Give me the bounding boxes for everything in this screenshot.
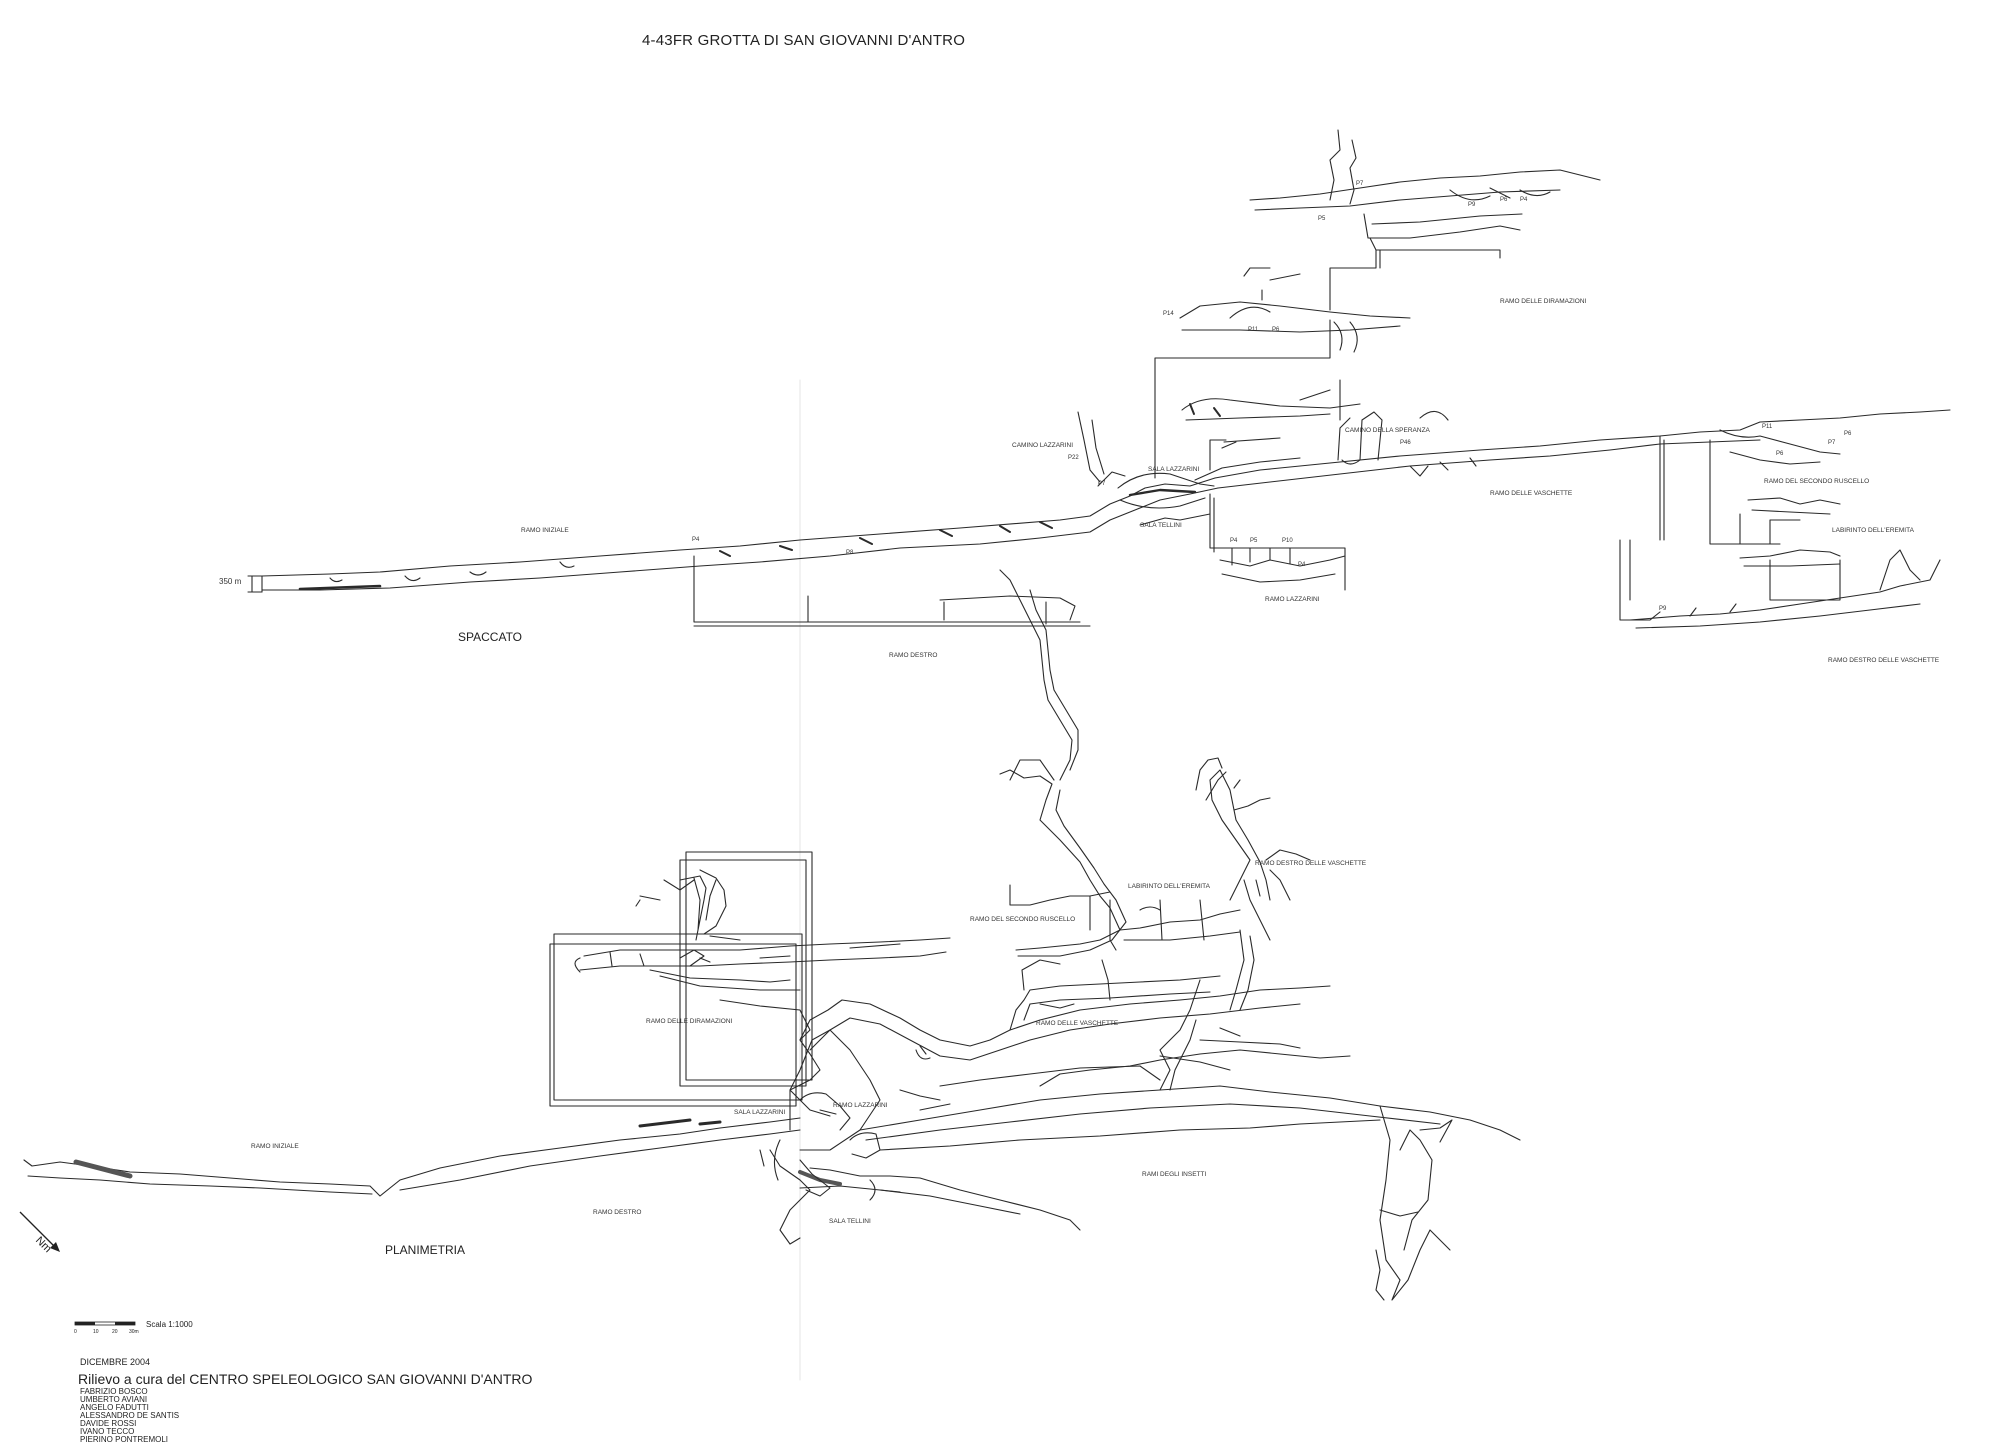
author-name: ALESSANDRO DE SANTIS [80, 1411, 180, 1420]
profile-p6-up-label: P6 [1272, 327, 1280, 333]
plan-sala-lazzarini-label: SALA LAZZARINI [734, 1109, 786, 1116]
profile-ramo-vaschette-label: RAMO DELLE VASCHETTE [1490, 490, 1573, 497]
profile-p11-right-label: P11 [1762, 424, 1773, 430]
plan-labirinto-eremita-label: LABIRINTO DELL'EREMITA [1128, 883, 1210, 890]
plan-section [23, 569, 1521, 1301]
scale-tick-30: 30m [129, 1329, 139, 1335]
profile-labirinto-eremita-label: LABIRINTO DELL'EREMITA [1832, 527, 1914, 534]
plan-ramo-destro-vaschette-label: RAMO DESTRO DELLE VASCHETTE [1255, 860, 1367, 867]
scale-bar: 0 10 20 30m [74, 1321, 139, 1335]
profile-ramo-diramazioni-label: RAMO DELLE DIRAMAZIONI [1500, 298, 1587, 305]
profile-p6-right-label: P6 [1776, 451, 1784, 457]
author-name: UMBERTO AVIANI [80, 1395, 148, 1404]
profile-p4-left-label: P4 [692, 537, 700, 543]
plan-ramo-vaschette-label: RAMO DELLE VASCHETTE [1036, 1020, 1119, 1027]
north-arrow-icon: Nm [19, 1211, 60, 1255]
profile-p7-top-label: P7 [1356, 181, 1364, 187]
profile-p4-top-label: P4 [1520, 197, 1528, 203]
profile-p22-label: P22 [1068, 455, 1079, 461]
profile-p5-mid-label: P5 [1250, 538, 1258, 544]
profile-p8-left-label: P8 [846, 550, 854, 556]
profile-camino-lazzarini-label: CAMINO LAZZARINI [1012, 442, 1074, 449]
profile-ramo-secondo-ruscello-label: RAMO DEL SECONDO RUSCELLO [1764, 478, 1870, 485]
profile-p46-label: P46 [1400, 440, 1411, 446]
scale-tick-0: 0 [74, 1329, 77, 1335]
profile-p6-top-label: P6 [1500, 197, 1508, 203]
author-name: ANGELO FADUTTI [80, 1403, 149, 1412]
scale-tick-10: 10 [93, 1329, 99, 1335]
profile-ramo-destro-vaschette-label: RAMO DESTRO DELLE VASCHETTE [1828, 657, 1940, 664]
plan-sala-tellini-label: SALA TELLINI [829, 1218, 871, 1225]
survey-credit: Rilievo a cura del CENTRO SPELEOLOGICO S… [78, 1371, 533, 1387]
profile-sala-lazzarini-label: SALA LAZZARINI [1148, 466, 1200, 473]
profile-p4-mid2-label: P4 [1298, 562, 1306, 568]
profile-ramo-iniziale-label: RAMO INIZIALE [521, 527, 569, 534]
plan-section-label: PLANIMETRIA [385, 1243, 466, 1257]
profile-p7-right-label: P7 [1828, 440, 1836, 446]
plan-rami-insetti-label: RAMI DEGLI INSETTI [1142, 1171, 1207, 1178]
plan-ramo-diramazioni-label: RAMO DELLE DIRAMAZIONI [646, 1018, 733, 1025]
plan-ramo-lazzarini-label: RAMO LAZZARINI [833, 1102, 888, 1109]
profile-section-label: SPACCATO [458, 630, 523, 644]
profile-ramo-lazzarini-label: RAMO LAZZARINI [1265, 596, 1320, 603]
profile-ramo-destro-label: RAMO DESTRO [889, 652, 938, 659]
survey-date: DICEMBRE 2004 [80, 1357, 151, 1367]
profile-p11-up-label: P11 [1248, 327, 1259, 333]
profile-section [247, 129, 1951, 629]
author-name: PIERINO PONTREMOLI [80, 1435, 169, 1444]
scale-label: Scala 1:1000 [146, 1320, 193, 1329]
profile-camino-speranza-label: CAMINO DELLA SPERANZA [1345, 427, 1430, 434]
north-label: Nm [33, 1234, 54, 1255]
profile-p9-top-label: P9 [1468, 202, 1476, 208]
author-name: FABRIZIO BOSCO [80, 1387, 148, 1396]
plan-ramo-secondo-ruscello-label: RAMO DEL SECONDO RUSCELLO [970, 916, 1076, 923]
authors-list: FABRIZIO BOSCO UMBERTO AVIANI ANGELO FAD… [80, 1388, 179, 1444]
profile-sala-tellini-label: SALA TELLINI [1140, 522, 1182, 529]
elevation-label: 350 m [219, 577, 242, 586]
author-name: IVANO TECCO [80, 1427, 135, 1436]
profile-p6-right2-label: P6 [1844, 431, 1852, 437]
plan-ramo-destro-label: RAMO DESTRO [593, 1209, 642, 1216]
author-name: DAVIDE ROSSI [80, 1419, 137, 1428]
scale-tick-20: 20 [112, 1329, 118, 1335]
plan-ramo-iniziale-label: RAMO INIZIALE [251, 1143, 299, 1150]
profile-p5-top-label: P5 [1318, 216, 1326, 222]
map-title: 4-43FR GROTTA DI SAN GIOVANNI D'ANTRO [642, 32, 966, 49]
profile-p4-mid-label: P4 [1230, 538, 1238, 544]
profile-p7-left-label: P7 [1098, 481, 1106, 487]
profile-p10-mid-label: P10 [1282, 538, 1293, 544]
profile-p9-right-label: P9 [1659, 606, 1667, 612]
profile-p14-label: P14 [1163, 311, 1174, 317]
